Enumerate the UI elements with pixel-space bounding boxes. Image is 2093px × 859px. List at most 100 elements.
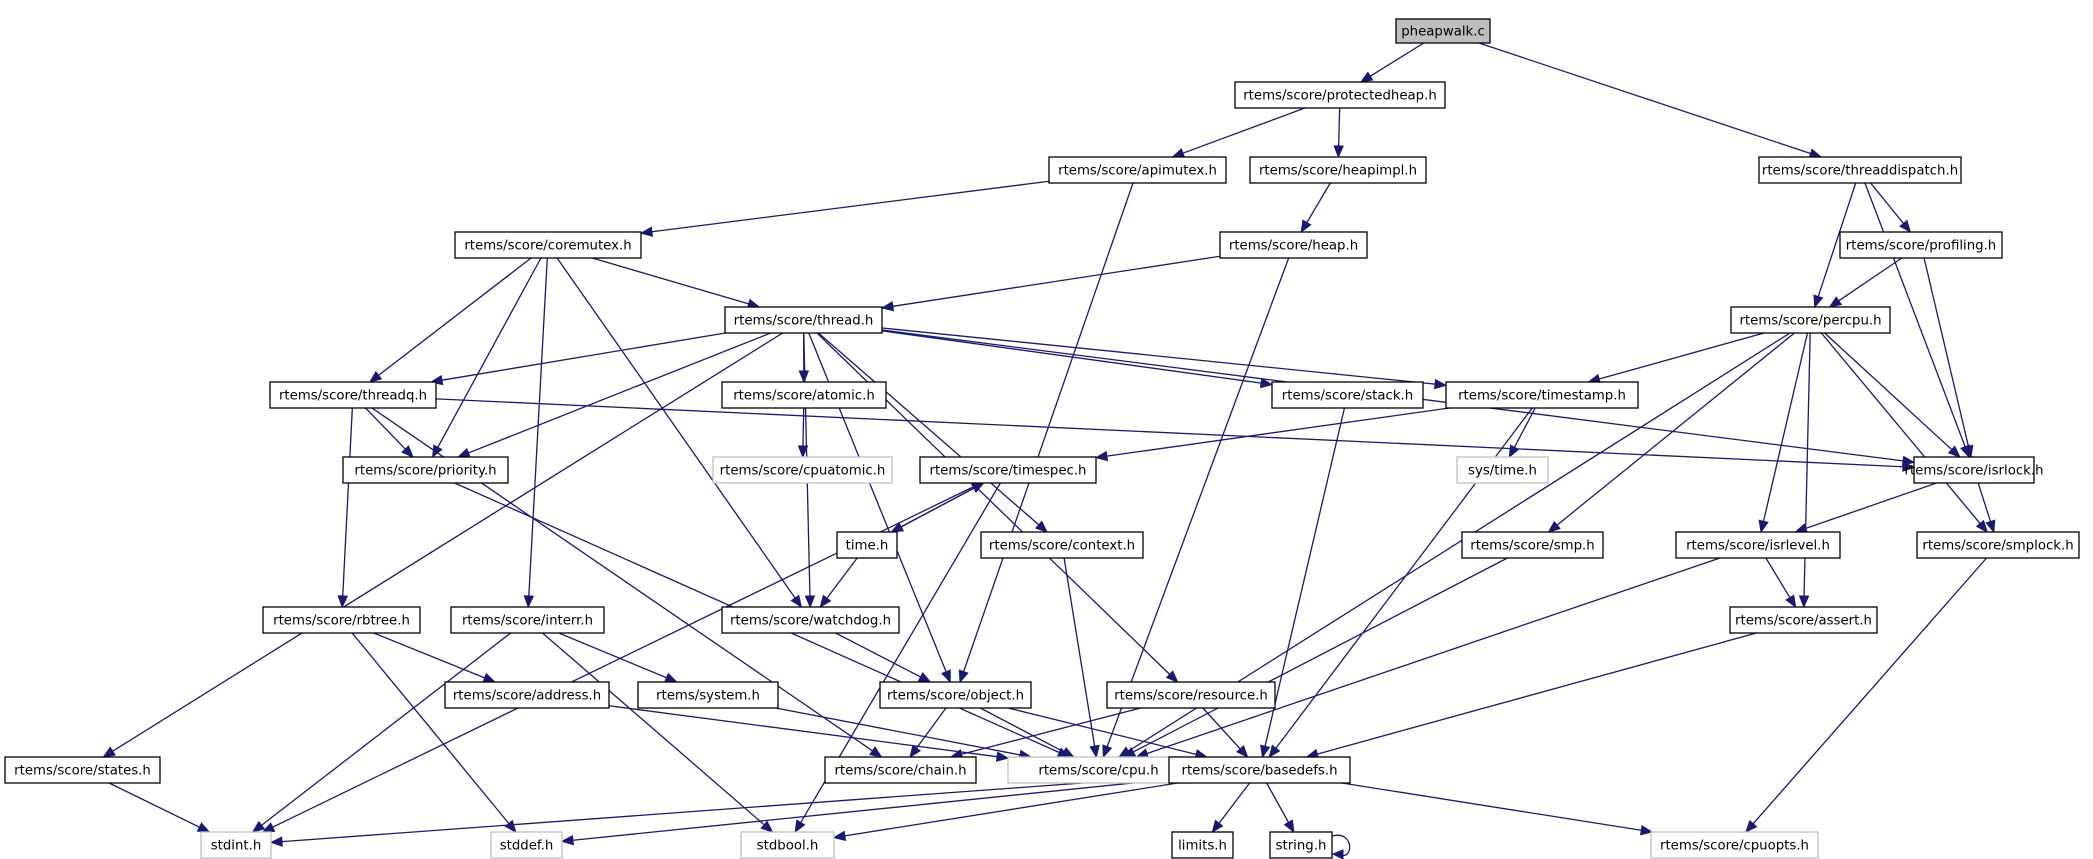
node-cpuatomic[interactable]: rtems/score/cpuatomic.h	[712, 456, 893, 484]
node-address[interactable]: rtems/score/address.h	[444, 681, 610, 709]
node-priority[interactable]: rtems/score/priority.h	[342, 456, 509, 484]
node-rbtree[interactable]: rtems/score/rbtree.h	[262, 606, 421, 634]
node-timespec[interactable]: rtems/score/timespec.h	[919, 456, 1097, 484]
edge-arrowhead	[1947, 445, 1961, 458]
node-systime[interactable]: sys/time.h	[1456, 456, 1549, 484]
node-label: rtems/score/isrlock.h	[1904, 464, 2043, 479]
node-isrlevel[interactable]: rtems/score/isrlevel.h	[1675, 531, 1841, 559]
node-heap[interactable]: rtems/score/heap.h	[1219, 231, 1368, 259]
node-resource[interactable]: rtems/score/resource.h	[1106, 681, 1276, 709]
node-apimutex[interactable]: rtems/score/apimutex.h	[1048, 156, 1227, 184]
node-states[interactable]: rtems/score/states.h	[4, 756, 161, 784]
node-label: rtems/score/cpu.h	[1038, 764, 1158, 779]
node-threadq[interactable]: rtems/score/threadq.h	[269, 381, 437, 409]
node-box	[490, 831, 563, 859]
node-threaddispatch[interactable]: rtems/score/threaddispatch.h	[1758, 156, 1962, 184]
node-box	[879, 681, 1032, 709]
edge-arrowhead	[1963, 444, 1974, 459]
edge-watchdog-to-object	[835, 632, 932, 683]
edge-arrowhead	[196, 822, 211, 833]
edge-arrowhead	[760, 820, 774, 833]
node-object[interactable]: rtems/score/object.h	[879, 681, 1032, 709]
node-basedefs[interactable]: rtems/score/basedefs.h	[1168, 756, 1351, 784]
node-box	[637, 681, 779, 709]
node-assert[interactable]: rtems/score/assert.h	[1729, 606, 1878, 634]
node-cpuopts[interactable]: rtems/score/cpuopts.h	[1650, 831, 1819, 859]
node-heapimpl[interactable]: rtems/score/heapimpl.h	[1249, 156, 1427, 184]
node-coremutex[interactable]: rtems/score/coremutex.h	[454, 231, 642, 259]
node-box	[1007, 756, 1190, 784]
edge-threadq-to-rbtree	[337, 407, 353, 609]
node-watchdog[interactable]: rtems/score/watchdog.h	[721, 606, 900, 634]
edge-thread-to-threadq	[429, 332, 726, 386]
edge-line	[1341, 782, 1642, 831]
edge-line	[1864, 182, 1966, 447]
edge-assert-to-basedefs	[1305, 632, 1757, 759]
edge-smp-to-cpu	[1122, 557, 1508, 758]
edge-arrowhead	[1094, 450, 1109, 462]
node-chain[interactable]: rtems/score/chain.h	[824, 756, 977, 784]
edge-line	[1202, 707, 1241, 750]
node-atomic[interactable]: rtems/score/atomic.h	[721, 381, 887, 409]
edge-line	[342, 407, 353, 597]
edge-arrowhead	[1260, 744, 1271, 759]
edge-arrowhead	[880, 301, 895, 312]
node-box	[1048, 156, 1227, 184]
node-thread[interactable]: rtems/score/thread.h	[724, 306, 883, 334]
node-percpu[interactable]: rtems/score/percpu.h	[1730, 306, 1891, 334]
edge-line	[961, 707, 1141, 755]
edge-timeh-to-timespec	[891, 482, 985, 533]
node-label: rtems/score/isrlevel.h	[1686, 539, 1830, 554]
edge-arrowhead	[457, 447, 471, 458]
node-stddef[interactable]: stddef.h	[490, 831, 563, 859]
edge-isrlock-to-isrlevel	[1794, 482, 1937, 534]
node-string[interactable]: string.h	[1269, 831, 1333, 859]
edge-arrowhead	[251, 820, 266, 833]
node-box	[1171, 831, 1234, 859]
node-stack[interactable]: rtems/score/stack.h	[1271, 381, 1424, 409]
node-stdint[interactable]: stdint.h	[200, 831, 272, 859]
node-box	[1461, 531, 1604, 559]
node-interr[interactable]: rtems/score/interr.h	[450, 606, 605, 634]
edge-timestamp-to-systime	[1508, 407, 1536, 459]
node-box	[1269, 831, 1333, 859]
node-protectedheap[interactable]: rtems/score/protectedheap.h	[1234, 81, 1446, 109]
node-smp[interactable]: rtems/score/smp.h	[1461, 531, 1604, 559]
node-box	[1839, 231, 2003, 259]
edge-arrowhead	[1165, 670, 1179, 683]
edge-heapimpl-to-heap	[1300, 182, 1331, 234]
edge-arrowhead	[368, 370, 383, 383]
edge-rbtree-to-stddef	[351, 632, 517, 834]
edge-line	[1820, 332, 1981, 524]
node-pheapwalk[interactable]: pheapwalk.c	[1395, 18, 1491, 44]
edge-heap-to-thread	[880, 255, 1221, 312]
node-box	[454, 231, 642, 259]
edge-address-to-cpu	[608, 705, 1010, 762]
node-timeh[interactable]: time.h	[836, 531, 898, 559]
node-context[interactable]: rtems/score/context.h	[980, 531, 1144, 559]
edge-object-to-chain	[909, 707, 947, 759]
node-label: rtems/score/threaddispatch.h	[1762, 164, 1958, 179]
node-limits[interactable]: limits.h	[1171, 831, 1234, 859]
node-system[interactable]: rtems/system.h	[637, 681, 779, 709]
edge-line	[916, 707, 947, 749]
nodes-layer: pheapwalk.c rtems/score/protectedheap.h rt…	[4, 18, 2080, 859]
edge-thread-to-context	[818, 332, 1049, 533]
edge-timestamp-to-timespec	[1094, 407, 1450, 462]
node-timestamp[interactable]: rtems/score/timestamp.h	[1445, 381, 1639, 409]
node-profiling[interactable]: rtems/score/profiling.h	[1839, 231, 2003, 259]
node-label: rtems/score/profiling.h	[1846, 239, 1996, 254]
edge-basedefs-to-limits	[1211, 782, 1251, 834]
node-box	[4, 756, 161, 784]
edge-threaddispatch-to-profiling	[1870, 182, 1912, 234]
edge-arrowhead	[1333, 145, 1344, 159]
node-stdbool[interactable]: stdbool.h	[740, 831, 835, 859]
edge-arrowhead	[790, 594, 803, 609]
node-smplock[interactable]: rtems/score/smplock.h	[1916, 531, 2080, 559]
edge-basedefs-to-stdint	[269, 775, 1170, 847]
node-isrlock[interactable]: rtems/score/isrlock.h	[1904, 456, 2044, 484]
edge-line	[1598, 332, 1765, 380]
edge-arrowhead	[1828, 296, 1843, 308]
node-cpu[interactable]: rtems/score/cpu.h	[1007, 756, 1190, 784]
node-label: rtems/score/timestamp.h	[1458, 389, 1626, 404]
